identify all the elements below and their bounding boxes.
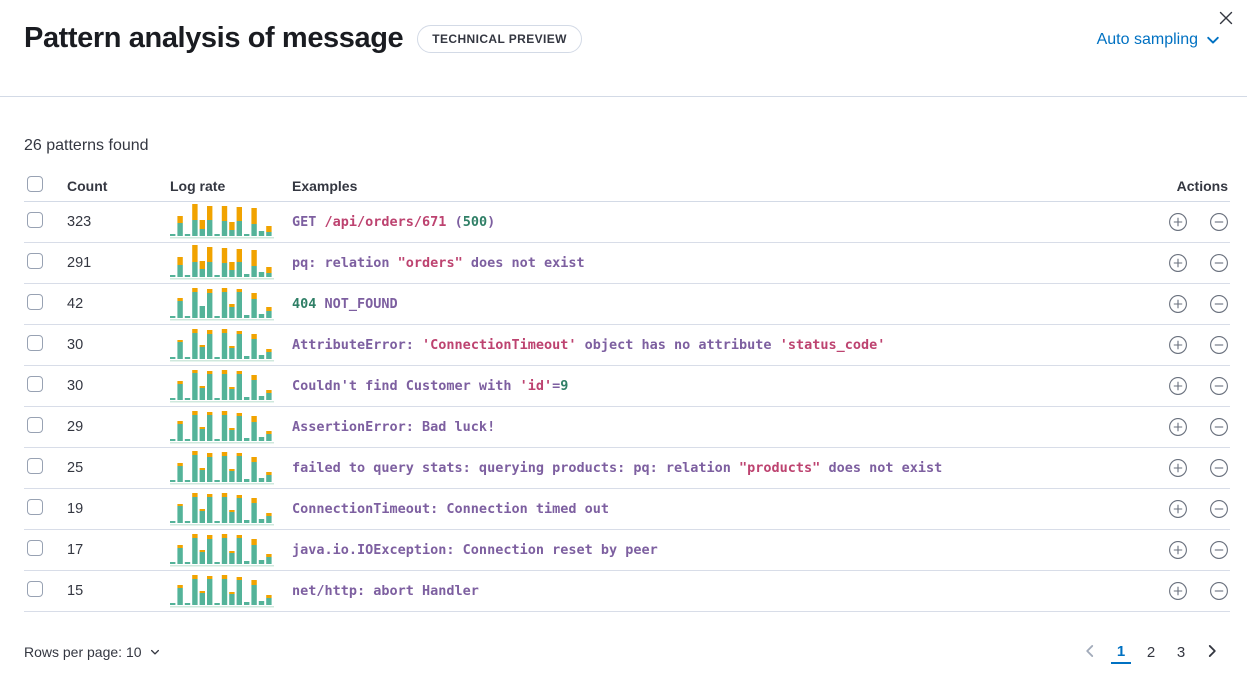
filter-in-icon[interactable] xyxy=(1168,294,1188,314)
filter-out-icon[interactable] xyxy=(1209,540,1229,560)
pattern-count: 19 xyxy=(67,501,84,517)
filter-in-icon[interactable] xyxy=(1168,376,1188,396)
log-rate-sparkline xyxy=(170,450,292,486)
filter-out-icon[interactable] xyxy=(1209,417,1229,437)
pagination: 1 2 3 xyxy=(1079,640,1230,664)
pattern-count: 323 xyxy=(67,214,92,230)
filter-in-icon[interactable] xyxy=(1168,417,1188,437)
pattern-example: failed to query stats: querying products… xyxy=(292,460,943,476)
table-row: 17 java.io.IOException: Connection reset… xyxy=(24,530,1230,571)
pagination-page-3[interactable]: 3 xyxy=(1171,640,1191,664)
pattern-count: 30 xyxy=(67,378,84,394)
row-checkbox[interactable] xyxy=(27,498,43,515)
table-row: 19 ConnectionTimeout: Connection timed o… xyxy=(24,489,1230,530)
filter-out-icon[interactable] xyxy=(1209,212,1229,232)
chevron-down-icon xyxy=(1205,32,1221,48)
pattern-example: AssertionError: Bad luck! xyxy=(292,419,496,435)
log-rate-sparkline xyxy=(170,368,292,404)
chevron-down-icon xyxy=(149,646,161,658)
filter-out-icon[interactable] xyxy=(1209,376,1229,396)
select-all-checkbox[interactable] xyxy=(27,176,43,192)
table-row: 30 AttributeError: 'ConnectionTimeout' o… xyxy=(24,325,1230,366)
pattern-count: 25 xyxy=(67,460,84,476)
pattern-example: net/http: abort Handler xyxy=(292,583,479,599)
sampling-dropdown[interactable]: Auto sampling xyxy=(1097,31,1221,49)
filter-in-icon[interactable] xyxy=(1168,540,1188,560)
pattern-count: 30 xyxy=(67,337,84,353)
technical-preview-badge: TECHNICAL PREVIEW xyxy=(417,24,582,53)
pattern-count: 15 xyxy=(67,583,84,599)
pattern-example: AttributeError: 'ConnectionTimeout' obje… xyxy=(292,337,886,353)
filter-in-icon[interactable] xyxy=(1168,335,1188,355)
filter-in-icon[interactable] xyxy=(1168,581,1188,601)
flyout-body: 26 patterns found Count Log rate Example… xyxy=(0,137,1247,667)
pattern-example: Couldn't find Customer with 'id'=9 xyxy=(292,378,569,394)
filter-in-icon[interactable] xyxy=(1168,458,1188,478)
pattern-count: 17 xyxy=(67,542,84,558)
table-row: 25 failed to query stats: querying produ… xyxy=(24,448,1230,489)
column-header-examples: Examples xyxy=(292,177,358,194)
table-row: 42 404 NOT_FOUND xyxy=(24,284,1230,325)
pattern-count: 291 xyxy=(67,255,92,271)
pattern-example: pq: relation "orders" does not exist xyxy=(292,255,585,271)
pattern-example: GET /api/orders/671 (500) xyxy=(292,214,496,230)
row-checkbox[interactable] xyxy=(27,580,43,597)
table-row: 29 AssertionError: Bad luck! xyxy=(24,407,1230,448)
column-header-count: Count xyxy=(67,177,108,194)
page-title: Pattern analysis of message xyxy=(24,22,404,54)
filter-out-icon[interactable] xyxy=(1209,253,1229,273)
column-header-actions: Actions xyxy=(1176,177,1228,194)
column-header-log-rate: Log rate xyxy=(170,177,226,194)
patterns-table: Count Log rate Examples Actions 323 GET … xyxy=(24,170,1230,612)
previous-page-icon[interactable] xyxy=(1079,641,1101,663)
pattern-example: 404 NOT_FOUND xyxy=(292,296,398,312)
rows-per-page-button[interactable]: Rows per page: 10 xyxy=(24,644,161,660)
pattern-example: ConnectionTimeout: Connection timed out xyxy=(292,501,609,517)
filter-in-icon[interactable] xyxy=(1168,253,1188,273)
pagination-page-2[interactable]: 2 xyxy=(1141,640,1161,664)
log-rate-sparkline xyxy=(170,532,292,568)
row-checkbox[interactable] xyxy=(27,539,43,556)
row-checkbox[interactable] xyxy=(27,211,43,228)
filter-out-icon[interactable] xyxy=(1209,458,1229,478)
row-checkbox[interactable] xyxy=(27,334,43,351)
table-rows-container: 323 GET /api/orders/671 (500) 291 pq: re… xyxy=(24,202,1230,612)
next-page-icon[interactable] xyxy=(1201,641,1223,663)
table-row: 323 GET /api/orders/671 (500) xyxy=(24,202,1230,243)
row-checkbox[interactable] xyxy=(27,416,43,433)
log-rate-sparkline xyxy=(170,409,292,445)
pattern-example: java.io.IOException: Connection reset by… xyxy=(292,542,658,558)
pagination-page-1[interactable]: 1 xyxy=(1111,640,1131,664)
filter-out-icon[interactable] xyxy=(1209,581,1229,601)
sampling-dropdown-label: Auto sampling xyxy=(1096,31,1198,48)
filter-out-icon[interactable] xyxy=(1209,335,1229,355)
log-rate-sparkline xyxy=(170,491,292,527)
filter-in-icon[interactable] xyxy=(1168,212,1188,232)
log-rate-sparkline xyxy=(170,573,292,609)
patterns-found-count: 26 patterns found xyxy=(24,137,149,154)
row-checkbox[interactable] xyxy=(27,375,43,392)
filter-in-icon[interactable] xyxy=(1168,499,1188,519)
log-rate-sparkline xyxy=(170,245,292,281)
pattern-count: 42 xyxy=(67,296,84,312)
table-row: 30 Couldn't find Customer with 'id'=9 xyxy=(24,366,1230,407)
table-header-row: Count Log rate Examples Actions xyxy=(24,170,1230,202)
table-row: 291 pq: relation "orders" does not exist xyxy=(24,243,1230,284)
log-rate-sparkline xyxy=(170,204,292,240)
filter-out-icon[interactable] xyxy=(1209,499,1229,519)
close-icon[interactable] xyxy=(1211,3,1241,33)
row-checkbox[interactable] xyxy=(27,293,43,310)
pattern-count: 29 xyxy=(67,419,84,435)
flyout-header: Pattern analysis of message TECHNICAL PR… xyxy=(0,0,1247,97)
row-checkbox[interactable] xyxy=(27,252,43,269)
rows-per-page-label: Rows per page: 10 xyxy=(24,644,142,660)
filter-out-icon[interactable] xyxy=(1209,294,1229,314)
log-rate-sparkline xyxy=(170,286,292,322)
row-checkbox[interactable] xyxy=(27,457,43,474)
table-footer: Rows per page: 10 1 2 3 xyxy=(24,637,1230,667)
log-rate-sparkline xyxy=(170,327,292,363)
table-row: 15 net/http: abort Handler xyxy=(24,571,1230,612)
